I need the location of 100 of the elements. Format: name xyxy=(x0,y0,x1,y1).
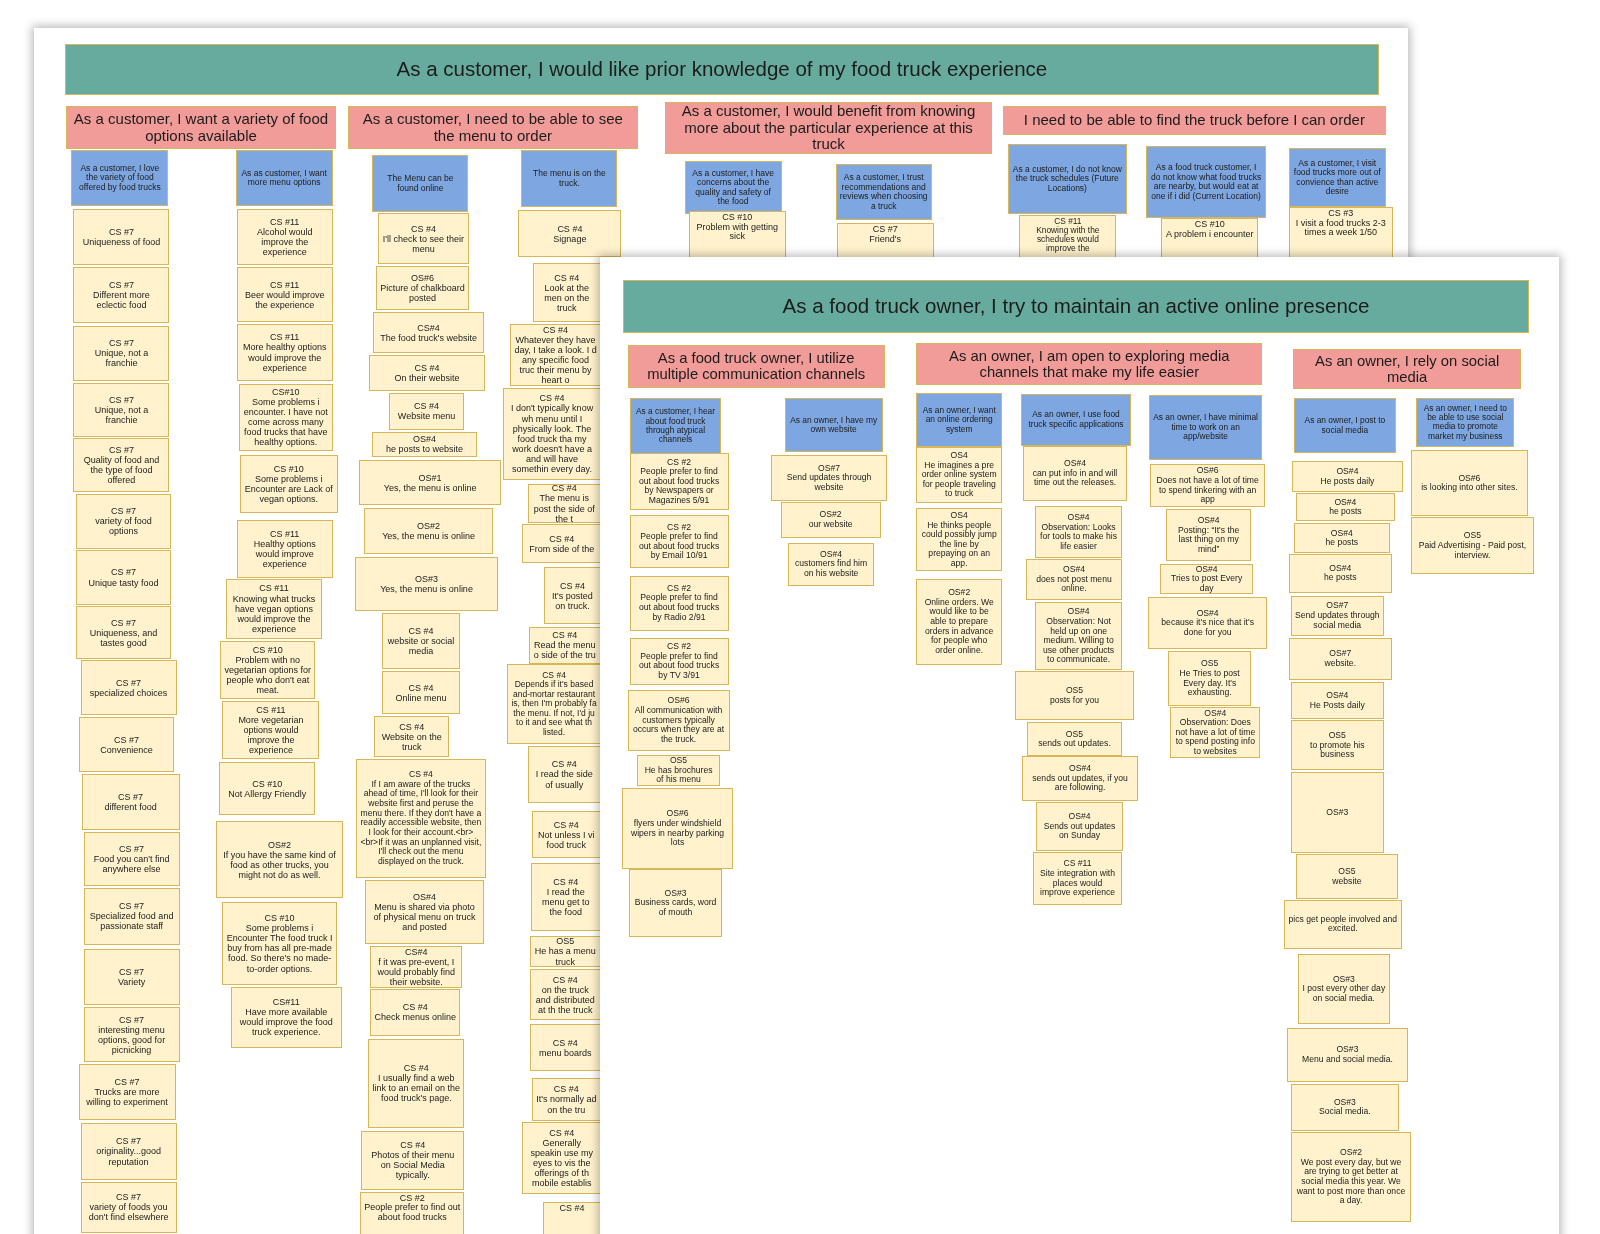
note-text: Knowing with the schedules would improve the xyxy=(1035,226,1101,253)
theme-card xyxy=(684,161,782,215)
note-code: OS#4 xyxy=(1069,764,1092,774)
card-text: As a customer, I visit food trucks more out of convience than active desire xyxy=(1292,158,1382,197)
card-text: The Menu can be found online xyxy=(386,174,455,194)
note-code: CS #4 xyxy=(549,1127,575,1138)
sticky-note xyxy=(230,986,342,1048)
note-text: Check menus online xyxy=(374,1012,457,1023)
banner-text: As an owner, I am open to exploring media channels that make my life easier xyxy=(948,347,1231,381)
note-code: OS#4 xyxy=(1062,565,1085,575)
note-code: CS #7 xyxy=(108,394,134,405)
note-code: CS #4 xyxy=(402,1002,428,1013)
note-text: Observation: Not held up on one medium. Willing to use other products to communicate. xyxy=(1041,616,1116,666)
note-text: because it's nice that it's done for you xyxy=(1160,618,1255,638)
note-text: People prefer to find out about food trucks by Newspapers or Magazines 5/91 xyxy=(637,467,721,506)
sticky-note xyxy=(73,267,170,324)
note-text: Alcohol would improve the experience xyxy=(255,227,314,258)
note-text: Posting: “It's the last thing on my mind” xyxy=(1177,525,1241,555)
note-code: CS #4 xyxy=(543,324,569,335)
note-code: CS #4 xyxy=(414,362,440,373)
note-code: OS#2 xyxy=(948,588,971,598)
note-text: Photos of their menu on Social Media typically. xyxy=(370,1150,456,1181)
sticky-note xyxy=(787,542,875,586)
note-code: CS #10 xyxy=(1194,220,1225,230)
theme-card xyxy=(629,397,722,455)
note-text: Menu is shared via photo of physical menu on truck and posted xyxy=(372,901,477,932)
note-code: CS #7 xyxy=(110,617,136,628)
sticky-note xyxy=(225,578,323,639)
sticky-note xyxy=(1023,445,1127,501)
note-text: interesting menu options, good for picnicking xyxy=(97,1024,167,1055)
sticky-note xyxy=(1034,602,1123,671)
note-text: He has brochures of his menu xyxy=(643,765,714,785)
note-code: CS #4 xyxy=(403,1063,429,1074)
note-code: OS#6 xyxy=(1196,466,1219,476)
note-code: OS#4 xyxy=(1329,563,1352,573)
note-code: OS5 xyxy=(1201,659,1219,669)
sticky-note xyxy=(780,502,881,538)
sticky-note xyxy=(236,520,333,578)
note-code: OS#2 xyxy=(268,839,292,850)
sticky-note xyxy=(543,567,600,625)
category-banner xyxy=(1292,348,1522,389)
sticky-note xyxy=(83,948,180,1006)
note-text: he posts xyxy=(1329,507,1362,517)
note-text: Send updates through social media xyxy=(1294,611,1380,631)
note-text: Paid Advertising - Paid post, interview. xyxy=(1417,541,1528,561)
card-text: As a customer, I have concerns about the quality and safety of the food xyxy=(691,168,775,207)
sticky-note xyxy=(529,935,600,968)
sticky-note xyxy=(1411,517,1534,575)
sticky-note xyxy=(73,382,170,437)
sticky-note xyxy=(1286,1027,1409,1082)
sticky-note xyxy=(1025,559,1123,600)
card-text: As an owner, I want an online ordering system xyxy=(921,405,997,434)
note-code: CS #7 xyxy=(110,506,136,517)
sticky-note xyxy=(531,811,600,859)
note-code: CS #11 xyxy=(1063,859,1092,869)
note-code: CS #4 xyxy=(414,401,439,412)
sticky-note xyxy=(1295,854,1398,899)
card-text: As an owner, I post to social media xyxy=(1303,416,1387,435)
note-code: CS #4 xyxy=(399,721,425,732)
card-text: As an owner, I have minimal time to work on an app/website xyxy=(1152,413,1259,442)
sticky-note xyxy=(1290,1131,1412,1223)
note-code: CS #7 xyxy=(110,567,136,578)
note-code: OS#4 xyxy=(1067,607,1090,617)
note-code: OS#3 xyxy=(1332,974,1355,984)
sticky-note xyxy=(510,324,600,386)
sticky-note xyxy=(1168,651,1251,707)
note-code: CS #4 xyxy=(410,223,436,234)
note-code: CS #7 xyxy=(108,280,134,291)
note-text: on the truck and distributed at th the truck xyxy=(534,984,596,1016)
note-code: OS5 xyxy=(1065,729,1084,739)
note-text: I read the menu get to the food xyxy=(541,886,591,918)
note-text: originality...good reputation xyxy=(95,1146,162,1167)
note-text: different food xyxy=(104,802,157,813)
note-code: CS #4 xyxy=(552,1037,578,1048)
note-code: CS #11 xyxy=(270,332,300,343)
note-text: he posts xyxy=(1325,538,1359,548)
note-code: CS #11 xyxy=(256,704,286,715)
note-code: CS #10 xyxy=(273,464,304,475)
note-text: Unique tasty food xyxy=(88,577,159,588)
sticky-note xyxy=(528,626,600,665)
sticky-note xyxy=(629,453,729,511)
note-text: Problem with no vegetarian options for people who don't eat meat. xyxy=(224,654,312,696)
theme-card xyxy=(1145,145,1267,219)
note-text: can put info in and will time out the releases. xyxy=(1031,468,1119,488)
note-code: OS5 xyxy=(1065,686,1084,696)
sticky-note xyxy=(1170,707,1261,759)
banner-text: As a food truck owner, I try to maintain an active online presence xyxy=(782,294,1370,318)
theme-card xyxy=(835,164,932,221)
note-text: Depends if it's based and-mortar restaurant is, then I'm probably fa the menu. If not, I'd ju to it and see what th listed. xyxy=(511,680,597,738)
note-text: Whatever they have day, I take a look. I d any specific food truc their menu by heart o xyxy=(514,334,597,386)
note-code: CS #7 xyxy=(108,227,134,238)
note-text: From side of the xyxy=(529,543,595,554)
sticky-note xyxy=(503,387,600,480)
card-text: As an owner, I have my own website xyxy=(789,415,879,435)
note-code: OS5 xyxy=(556,936,575,947)
note-code: OS#6 xyxy=(1458,473,1481,483)
note-text: website. xyxy=(1324,658,1357,669)
card-text: As a food truck customer, I do not know what food trucks are nearby, but would eat at one if i did (Current Location) xyxy=(1150,163,1263,202)
card-text: As an owner, I need to be able to use social media to promote market my business xyxy=(1422,403,1508,442)
note-code: OS#4 xyxy=(1067,512,1090,523)
